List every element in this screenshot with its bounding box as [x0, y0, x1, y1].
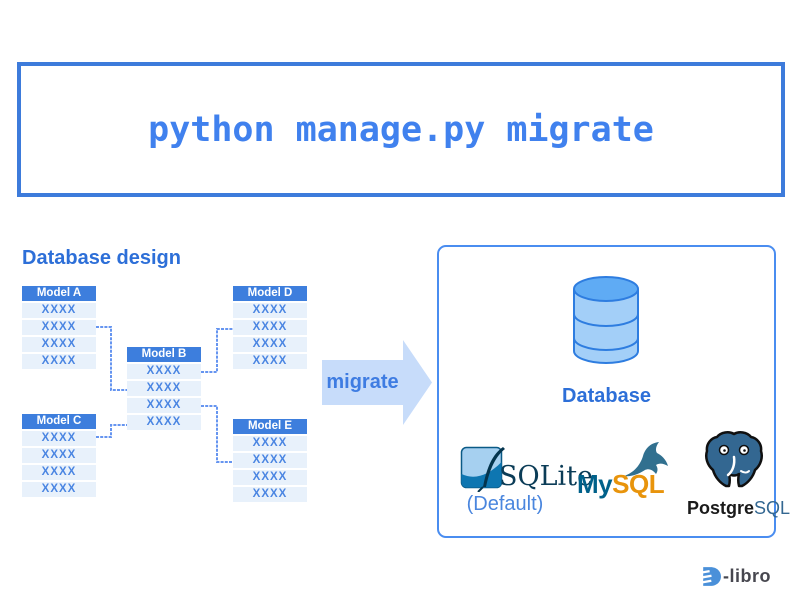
table-row: XXXX: [22, 303, 96, 318]
table-row: XXXX: [22, 320, 96, 335]
database-design-title: Database design: [22, 247, 181, 269]
database-panel: Database SQLite (Default) MySQL: [437, 245, 790, 538]
sqlite-default-note: (Default): [466, 493, 544, 515]
migrate-arrow-icon: [322, 340, 432, 425]
connector-b-to-e: [201, 405, 233, 463]
model-table-header: Model B: [127, 347, 201, 362]
table-row: XXXX: [127, 398, 201, 413]
mysql-wordmark: MySQL: [577, 469, 665, 500]
postgresql-logo: PostgreSQL: [687, 430, 790, 519]
model-table-d: Model D XXXX XXXX XXXX XXXX: [233, 286, 307, 369]
command-box: python manage.py migrate: [17, 62, 785, 197]
database-cylinder-icon: [573, 276, 639, 365]
connector-c-to-b: [96, 424, 127, 438]
dlibro-logo-text: -libro: [723, 566, 771, 586]
table-row: XXXX: [22, 482, 96, 497]
table-row: XXXX: [233, 453, 307, 468]
model-table-header: Model C: [22, 414, 96, 429]
table-row: XXXX: [233, 320, 307, 335]
migrate-arrow-label: migrate: [326, 371, 399, 393]
model-table-header: Model D: [233, 286, 307, 301]
sqlite-wordmark: SQLite: [499, 461, 594, 492]
model-table-a: Model A XXXX XXXX XXXX XXXX: [22, 286, 96, 369]
mysql-dolphin-icon: [624, 442, 668, 477]
model-table-b: Model B XXXX XXXX XXXX XXXX: [127, 347, 201, 430]
table-row: XXXX: [22, 354, 96, 369]
postgresql-wordmark-postgre: Postgre: [687, 498, 755, 518]
mysql-logo: MySQL: [575, 440, 677, 506]
dlibro-d-icon: [699, 567, 721, 586]
table-row: XXXX: [233, 436, 307, 451]
table-row: XXXX: [233, 470, 307, 485]
table-row: XXXX: [233, 303, 307, 318]
connector-b-to-d: [201, 328, 233, 373]
table-row: XXXX: [127, 381, 201, 396]
postgresql-elephant-icon: [705, 431, 763, 488]
table-row: XXXX: [22, 448, 96, 463]
mysql-wordmark-sql: SQL: [612, 469, 665, 499]
sqlite-logo: SQLite: [460, 446, 593, 492]
model-table-header: Model A: [22, 286, 96, 301]
table-row: XXXX: [127, 364, 201, 379]
table-row: XXXX: [233, 337, 307, 352]
command-text: python manage.py migrate: [148, 109, 654, 150]
model-table-e: Model E XXXX XXXX XXXX XXXX: [233, 419, 307, 502]
table-row: XXXX: [22, 465, 96, 480]
mysql-wordmark-my: My: [577, 469, 613, 499]
postgresql-wordmark: PostgreSQL: [687, 498, 790, 519]
model-table-header: Model E: [233, 419, 307, 434]
postgresql-wordmark-sql: SQL: [754, 498, 791, 518]
sqlite-icon: [460, 446, 505, 492]
dlibro-logo: -libro: [699, 565, 771, 588]
connector-a-to-b: [96, 326, 127, 391]
table-row: XXXX: [127, 415, 201, 430]
table-row: XXXX: [233, 354, 307, 369]
table-row: XXXX: [22, 337, 96, 352]
table-row: XXXX: [233, 487, 307, 502]
table-row: XXXX: [22, 431, 96, 446]
database-label: Database: [562, 385, 651, 407]
model-table-c: Model C XXXX XXXX XXXX XXXX: [22, 414, 96, 497]
